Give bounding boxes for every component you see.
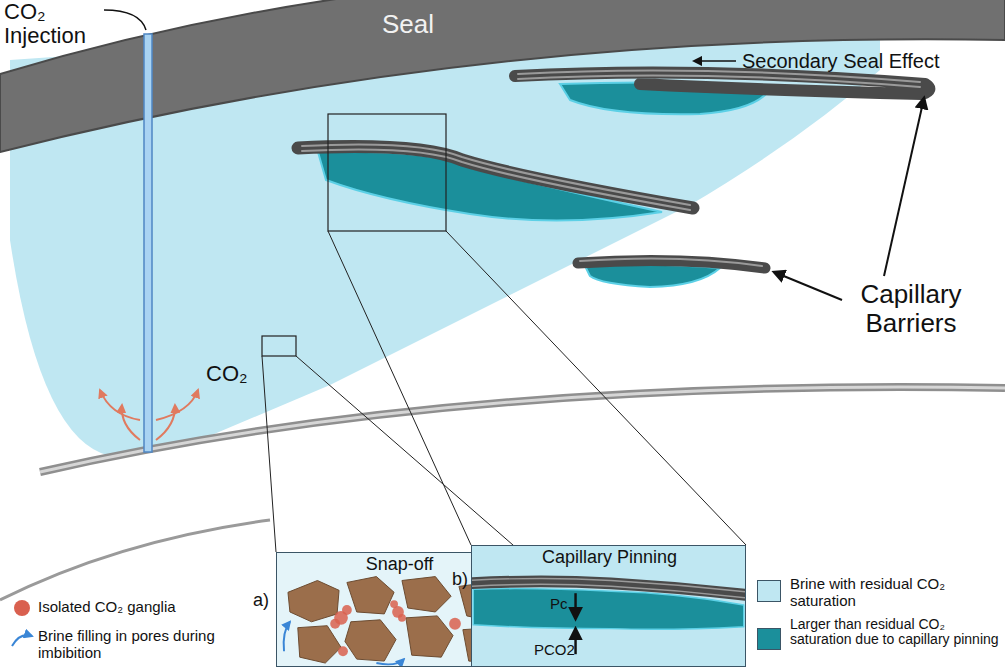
capillary-barrier bbox=[298, 144, 693, 210]
zoom-line bbox=[262, 356, 276, 552]
capillary-barrier bbox=[578, 258, 765, 268]
injection-well bbox=[144, 34, 152, 452]
legend-text: Larger than residual CO₂ saturation due … bbox=[790, 617, 1002, 648]
annotation-label: CO₂ bbox=[206, 362, 248, 386]
panel-letter: a) bbox=[253, 591, 269, 611]
co2-flow-arrow bbox=[100, 390, 198, 440]
pressure-label: PCO2 bbox=[534, 642, 575, 659]
zoom-line bbox=[446, 231, 746, 545]
leader-arrow bbox=[884, 98, 924, 276]
annotation-label: Secondary Seal Effect bbox=[742, 50, 940, 72]
zoom-line bbox=[328, 231, 471, 545]
zoom-frame bbox=[328, 114, 446, 231]
legend-swatch bbox=[757, 580, 781, 602]
pinned-co2 bbox=[585, 264, 720, 287]
formation-boundary bbox=[40, 387, 1005, 472]
pressure-label: Pc bbox=[550, 596, 568, 613]
legend-swatch bbox=[757, 628, 781, 650]
pointer-line bbox=[104, 10, 146, 30]
inset-panel: b)Capillary PinningPcPCO2 bbox=[471, 545, 746, 667]
legend-swatch bbox=[14, 600, 30, 616]
panel-letter: b) bbox=[452, 570, 468, 590]
legend-text: Isolated CO₂ ganglia bbox=[38, 599, 176, 616]
legend-text: Brine with residual CO₂ saturation bbox=[790, 576, 1000, 609]
legend-arrow-sample bbox=[12, 635, 32, 646]
annotation-label: CO₂ Injection bbox=[4, 0, 116, 48]
leader-arrow bbox=[774, 272, 842, 300]
annotation-label: Capillary Barriers bbox=[826, 280, 996, 337]
legend-text: Brine filling in pores during imbibition bbox=[38, 628, 218, 661]
leader-arrow bbox=[694, 60, 736, 62]
annotation-label: Seal bbox=[382, 10, 434, 39]
zoom-frame bbox=[262, 336, 296, 356]
capillary-barrier bbox=[515, 70, 929, 94]
panel-title: Capillary Pinning bbox=[472, 548, 747, 568]
zoom-line bbox=[296, 356, 521, 552]
